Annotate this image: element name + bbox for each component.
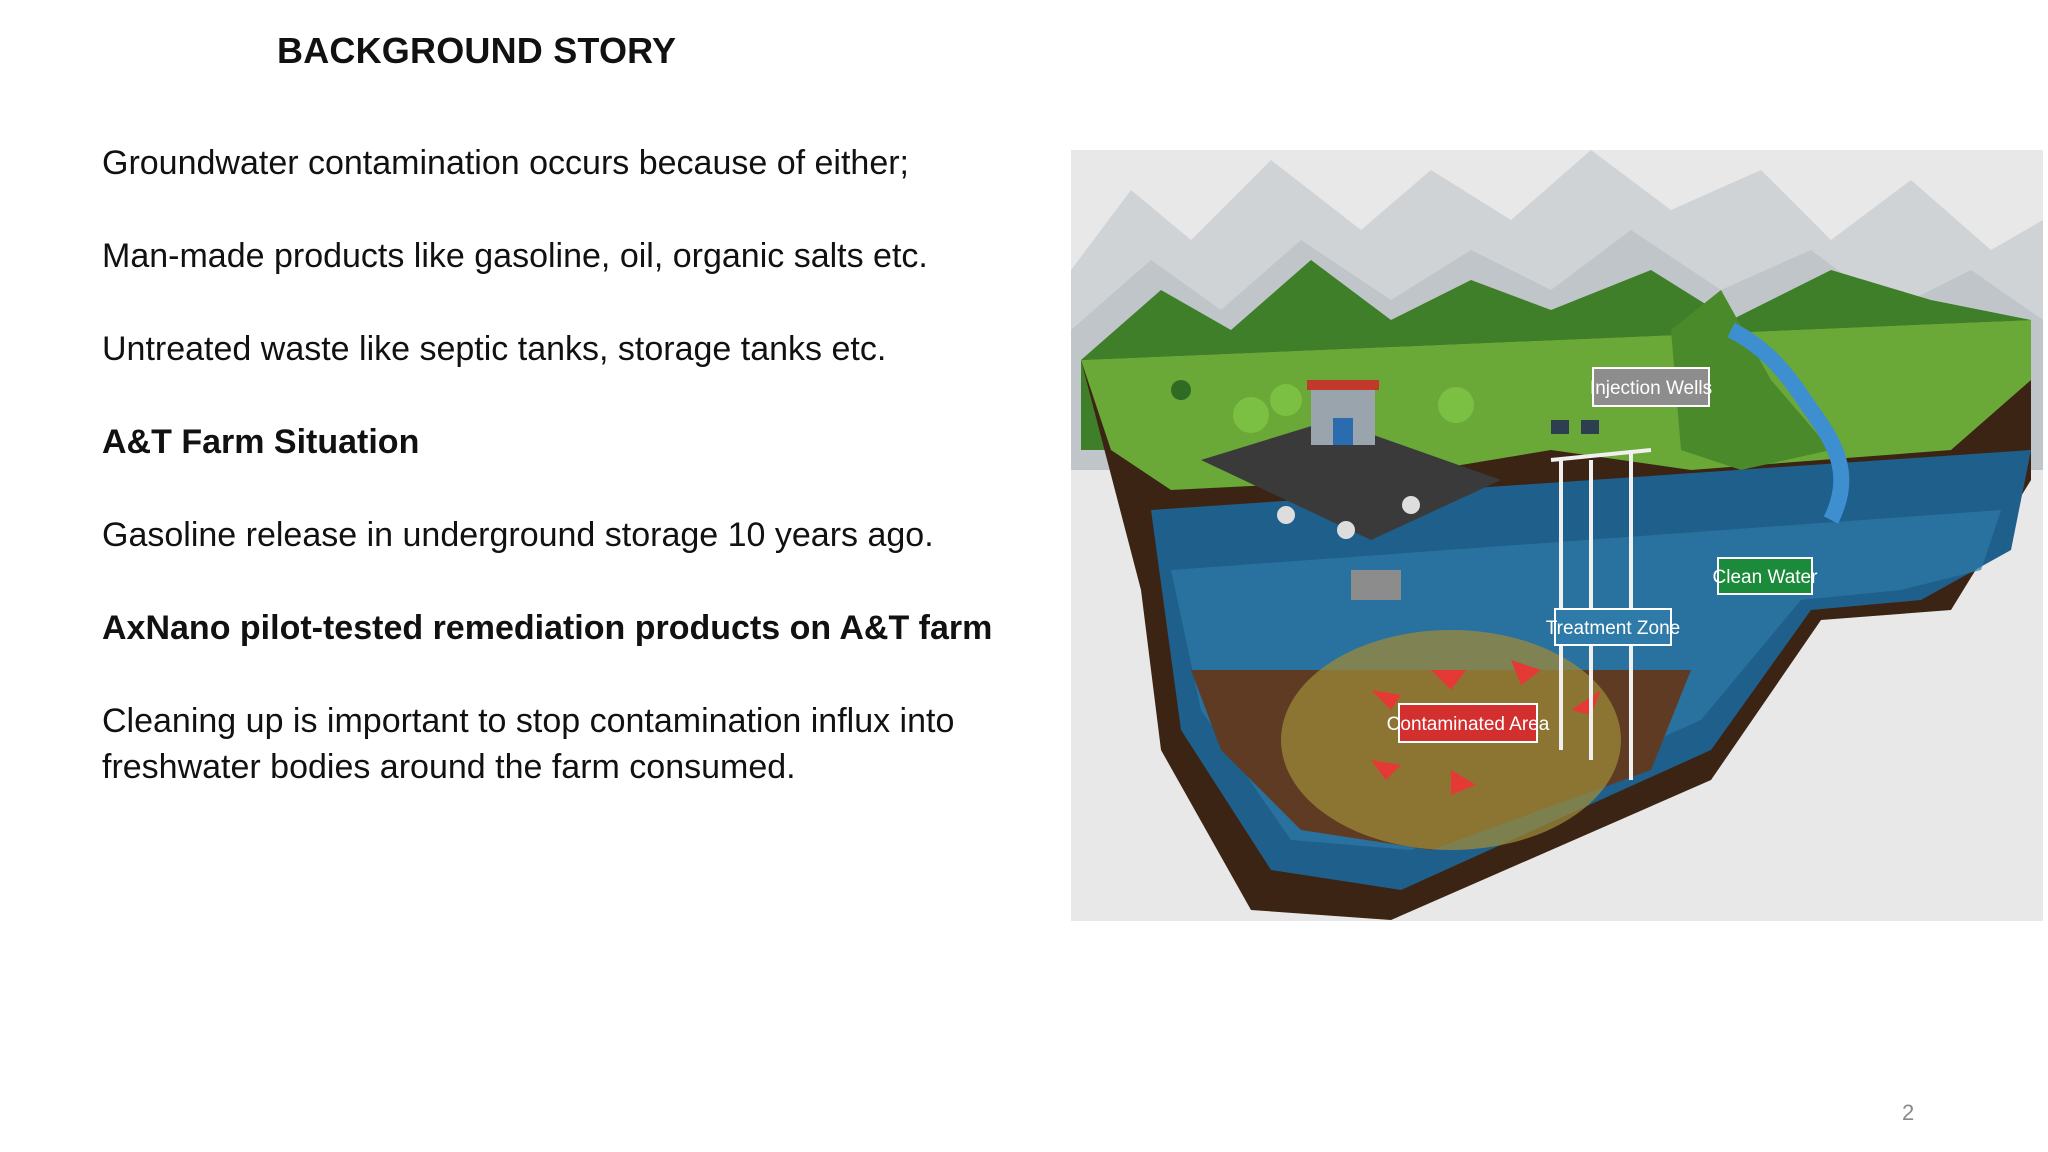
svg-text:Treatment Zone: Treatment Zone bbox=[1546, 618, 1680, 639]
label-contaminated-area: Contaminated Area bbox=[1387, 703, 1550, 743]
label-injection-wells: Injection Wells bbox=[1590, 367, 1712, 407]
slide-body: Groundwater contamination occurs because… bbox=[102, 140, 1062, 837]
groundwater-remediation-illustration: Injection Wells Clean Water Treatment Zo… bbox=[1071, 150, 2043, 921]
river bbox=[1727, 322, 1850, 524]
label-treatment-zone: Treatment Zone bbox=[1546, 608, 1680, 646]
svg-text:Injection Wells: Injection Wells bbox=[1590, 378, 1712, 399]
paragraph-man-made-products: Man-made products like gasoline, oil, or… bbox=[102, 237, 928, 275]
paragraph-causes-intro: Groundwater contamination occurs because… bbox=[102, 144, 910, 182]
gas-station-pad bbox=[1201, 420, 1501, 540]
page-number: 2 bbox=[1902, 1100, 1915, 1125]
svg-text:Contaminated Area: Contaminated Area bbox=[1387, 714, 1550, 735]
underground-tank bbox=[1351, 570, 1401, 600]
paragraph-untreated-waste: Untreated waste like septic tanks, stora… bbox=[102, 330, 887, 368]
label-clean-water: Clean Water bbox=[1713, 557, 1819, 595]
heading-axnano-pilot: AxNano pilot-tested remediation products… bbox=[102, 609, 993, 647]
paragraph-gasoline-release: Gasoline release in underground storage … bbox=[102, 516, 934, 554]
heading-farm-situation: A&T Farm Situation bbox=[102, 423, 420, 461]
svg-text:Clean Water: Clean Water bbox=[1713, 567, 1819, 588]
slide-title: BACKGROUND STORY bbox=[277, 30, 677, 71]
paragraph-cleaning-importance: Cleaning up is important to stop contami… bbox=[102, 702, 955, 786]
